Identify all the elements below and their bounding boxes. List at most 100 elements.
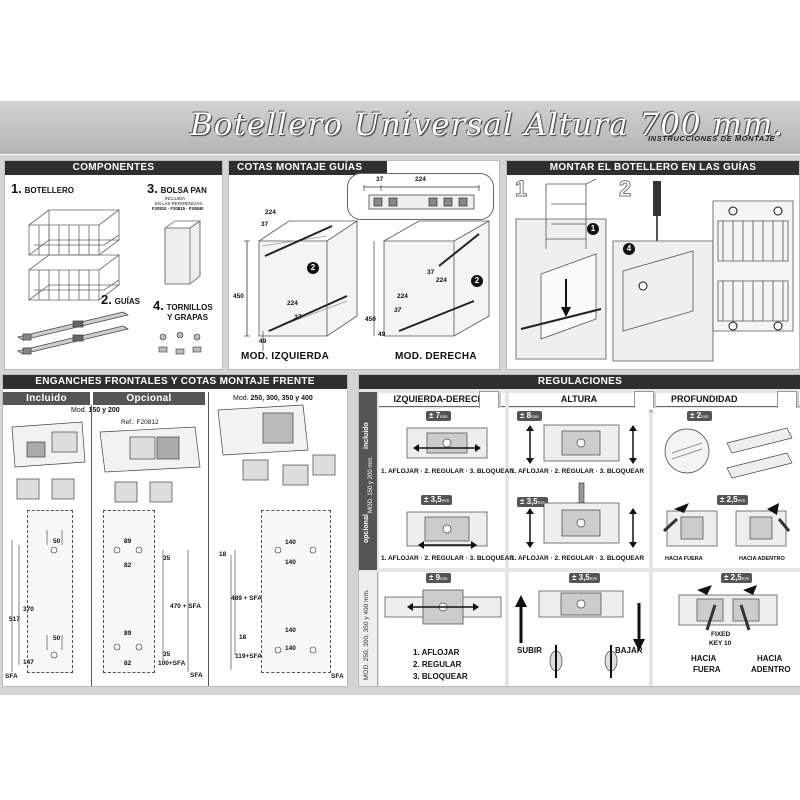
izq-mod-b-value: ± 9mm	[426, 573, 451, 583]
prof-incluido-drawing	[664, 427, 793, 479]
m250-dim-489: 489 + SFA	[231, 595, 262, 602]
inc-dim-517: 517	[9, 616, 20, 623]
document-subtitle: INSTRUCCIONES DE MONTAJE	[648, 134, 776, 143]
col-profundidad: PROFUNDIDAD	[653, 393, 800, 407]
izq-opcional-steps: 1. AFLOJAR · 2. REGULAR · 3. BLOQUEAR	[381, 555, 515, 562]
mod-derecha-label: MOD. DERECHA	[395, 351, 477, 362]
m250-dim-18-bottom: 18	[239, 634, 247, 641]
bolsa-refs: F20810 · F20815 · F20840	[152, 206, 204, 211]
enganches-header: ENGANCHES FRONTALES Y COTAS MONTAJE FREN…	[3, 375, 347, 389]
detail-dim-224: 224	[415, 176, 426, 183]
prof-hacia-fuera-1: HACIA	[691, 654, 717, 663]
ref-f20812: Ref.: F20812	[121, 419, 159, 426]
inc-dim-370: 370	[23, 606, 34, 613]
opcional-front-panel	[103, 510, 155, 673]
opt-dim-89-top: 89	[124, 538, 132, 545]
opcional-header: Opcional	[93, 392, 205, 405]
cotas-panel: COTAS MONTAJE GUÍAS 37 224 224 37 450 22…	[228, 160, 500, 370]
col-izquierda-derecha: IZQUIERDA-DERECHA	[379, 393, 505, 407]
m250-dim-140-b: 140	[285, 559, 296, 566]
incluido-dims-drawing	[11, 530, 63, 672]
right-dim-49: 49	[378, 331, 386, 338]
mod-250-400-label: Mod. 250, 300, 350 y 400	[233, 395, 313, 402]
m250-dim-18-top: 18	[219, 551, 227, 558]
componentes-header: COMPONENTES	[5, 161, 222, 175]
montar-panel: MONTAR EL BOTELLERO EN LAS GUÍAS 1 2 1	[506, 160, 800, 370]
right-dim-224-top: 224	[436, 277, 447, 284]
mod-250-front-panel	[261, 510, 331, 673]
right-dim-37-top: 37	[427, 269, 435, 276]
component-3-label: 3. BOLSA PAN	[147, 181, 207, 196]
opt-dim-89-bottom: 89	[124, 630, 132, 637]
prof-opcional-drawing	[662, 503, 791, 547]
opcional-dims-drawing	[113, 546, 189, 672]
inc-dim-50-bottom: 50	[53, 635, 61, 642]
alt-opcional-drawing	[526, 482, 637, 548]
component-2-label: 2. GUÍAS	[101, 292, 140, 307]
detail-rail-drawing	[363, 185, 480, 210]
left-dim-37-top: 37	[261, 221, 269, 228]
alt-incluido-drawing	[526, 424, 637, 464]
row-label-mod-a: MOD. 150 y 200 mm.	[368, 455, 374, 513]
incluido-hardware-drawing	[11, 421, 86, 500]
col-altura: ALTURA	[509, 393, 649, 407]
alt-subir-label: SUBIR	[517, 646, 542, 655]
opcional-hardware-drawing	[99, 426, 201, 503]
alt-incluido-steps: 1. AFLOJAR · 2. REGULAR · 3. BLOQUEAR	[511, 468, 645, 475]
incluido-header: Incluido	[3, 392, 90, 405]
izq-mod-b-step-3: 3. BLOQUEAR	[413, 672, 468, 681]
document-title: Botellero Universal Altura 700 mm.	[190, 107, 785, 143]
bottle-rack-drawing	[27, 209, 121, 301]
alt-incluido-value: ± 8mm	[517, 411, 542, 421]
enganches-panel: ENGANCHES FRONTALES Y COTAS MONTAJE FREN…	[2, 374, 348, 687]
opt-dim-35-bottom: 35	[163, 651, 171, 658]
step-2-callout: 4	[623, 243, 635, 255]
right-cabinet-drawing	[373, 220, 490, 337]
right-dim-224-bottom: 224	[397, 293, 408, 300]
bolsa-note-1: INCLUIDA	[165, 196, 186, 201]
izq-incluido-value: ± 7mm	[426, 411, 451, 421]
alt-opcional-value: ± 3,5mm	[517, 497, 549, 507]
mod-250-dims-drawing	[230, 546, 317, 670]
detail-dim-37: 37	[376, 176, 384, 183]
left-guide-callout: 2	[307, 262, 319, 274]
right-dim-450: 450	[365, 316, 376, 323]
prof-mod-b-value: ± 2,5mm	[721, 573, 753, 583]
left-cabinet-drawing	[244, 220, 358, 351]
step-1-callout: 1	[587, 223, 599, 235]
bread-bag-drawing	[164, 220, 201, 285]
alt-bajar-label: BAJAR	[615, 646, 643, 655]
opt-dim-82-bottom: 82	[124, 660, 132, 667]
mod-izquierda-label: MOD. IZQUIERDA	[241, 351, 330, 362]
left-dim-224-top: 224	[265, 209, 276, 216]
col-divider-2	[208, 392, 209, 686]
bolsa-note-2: EN LAS REFERENCIAS:	[155, 201, 204, 206]
alt-opcional-steps: 1. AFLOJAR · 2. REGULAR · 3. BLOQUEAR	[511, 555, 645, 562]
componentes-panel: COMPONENTES 1. BOTELLERO 3. BOLSA PAN IN…	[4, 160, 223, 370]
inc-dim-147: 147	[23, 659, 34, 666]
guides-drawing	[16, 311, 130, 355]
left-dim-450: 450	[233, 293, 244, 300]
prof-opcional-value: ± 2,5mm	[717, 495, 749, 505]
m250-dim-140-d: 140	[285, 645, 296, 652]
cotas-header: COTAS MONTAJE GUÍAS	[229, 161, 387, 175]
alt-mod-b-value: ± 3,5mm	[569, 573, 601, 583]
right-guide-callout: 2	[471, 275, 483, 287]
incluido-front-panel	[27, 510, 73, 673]
izq-opcional-drawing	[406, 511, 488, 549]
step-2-number: 2	[618, 176, 632, 202]
inc-dim-sfa: SFA	[5, 673, 18, 680]
mod-150-200-label: Mod. 150 y 200	[71, 407, 120, 414]
inc-dim-50-top: 50	[53, 538, 61, 545]
row-label-mod-b: MOD. 250, 300, 350 y 400 mm.	[363, 589, 370, 680]
title-banner: Botellero Universal Altura 700 mm. INSTR…	[0, 101, 800, 154]
step-2-drawing	[612, 181, 794, 362]
regulaciones-panel: REGULACIONES incluido opcional MOD. 150 …	[358, 374, 800, 687]
opt-dim-82-top: 82	[124, 562, 132, 569]
montar-header: MONTAR EL BOTELLERO EN LAS GUÍAS	[507, 161, 799, 175]
component-4-label-2: Y GRAPAS	[167, 313, 209, 322]
alt-mod-b-drawing	[515, 590, 645, 678]
left-dim-49: 49	[259, 338, 267, 345]
m250-dim-140-a: 140	[285, 539, 296, 546]
left-dim-224-bottom: 224	[287, 300, 298, 307]
